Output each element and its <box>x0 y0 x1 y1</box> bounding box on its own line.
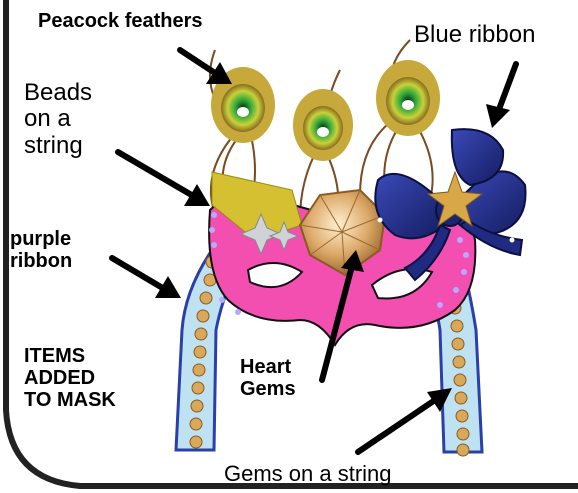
label-heart-gems: Heart Gems <box>240 356 296 400</box>
arrow-gems-on-string <box>358 388 452 452</box>
arrow-beads <box>118 152 210 206</box>
label-purple-ribbon: purple ribbon <box>10 228 72 272</box>
arrow-purple-ribbon <box>112 258 181 298</box>
label-peacock-feathers: Peacock feathers <box>38 10 203 32</box>
label-gems-on-a-string: Gems on a string <box>224 462 392 486</box>
arrow-blue-ribbon <box>486 64 516 128</box>
label-blue-ribbon: Blue ribbon <box>414 22 535 48</box>
peacock-feather-3 <box>376 60 440 136</box>
label-items-added-to-mask: ITEMS ADDED TO MASK <box>24 345 116 411</box>
label-beads-on-a-string: Beads on a string <box>24 80 92 159</box>
peacock-feather-2 <box>293 89 353 161</box>
arrow-peacock-feathers <box>180 50 232 84</box>
